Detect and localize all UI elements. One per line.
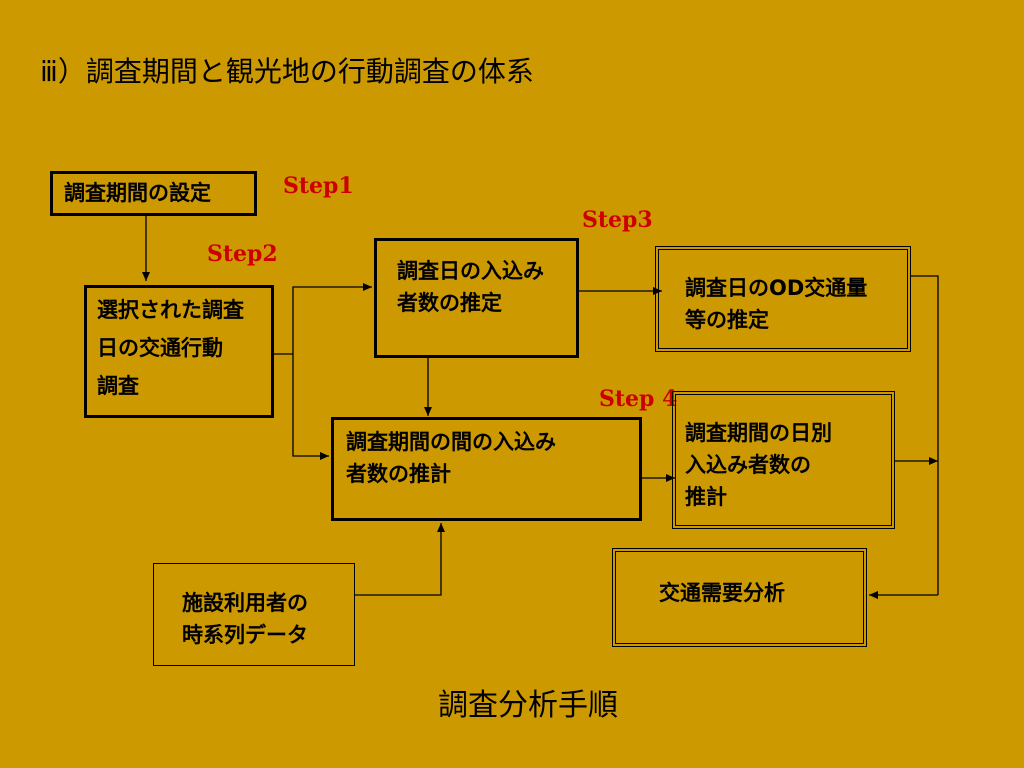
page-title: ⅲ）調査期間と観光地の行動調査の体系 (40, 55, 534, 88)
step3-label: Step3 (582, 207, 653, 233)
box-text-line: 者数の推定 (397, 291, 502, 315)
step4-label: Step 4 (599, 386, 678, 412)
box-text-line: 調査期間の間の入込み (346, 430, 556, 454)
arrow-survey-to-period-visitors (292, 354, 329, 460)
diagram-caption: 調査分析手順 (438, 688, 618, 723)
box-text-line: 調査期間の日別 (685, 421, 832, 445)
step1-label: Step1 (283, 173, 354, 199)
box-text-line: 時系列データ (182, 623, 308, 647)
step2-label: Step2 (207, 241, 278, 267)
box-text-line: 交通需要分析 (659, 581, 785, 605)
arrow-facility-to-period-visitors (355, 523, 445, 596)
period-visitors-estimate-box: 調査期間の間の入込み 者数の推計 (331, 417, 642, 521)
box-text-line: 推計 (685, 485, 727, 509)
facility-data-box: 施設利用者の 時系列データ (153, 563, 355, 666)
selected-day-survey-box: 選択された調査 日の交通行動 調査 (84, 285, 274, 418)
day-od-estimate-box: 調査日のOD交通量 等の推定 (655, 246, 911, 352)
box-text-line: 入込み者数の (685, 453, 811, 477)
box-text-line: 等の推定 (685, 308, 769, 332)
box-text-line: 調査日の入込み (397, 259, 544, 283)
line-od-to-right (911, 275, 939, 595)
box-text-line: 調査期間の設定 (64, 181, 211, 205)
arrow-survey-to-day-visitors (292, 283, 372, 354)
box-text-line: 調査日のOD交通量 (685, 276, 868, 300)
demand-analysis-box: 交通需要分析 (612, 548, 867, 647)
day-visitors-estimate-box: 調査日の入込み 者数の推定 (374, 238, 579, 358)
box-text-line: 日の交通行動 (97, 336, 223, 360)
box-text-line: 者数の推計 (346, 462, 451, 486)
period-setting-box: 調査期間の設定 (50, 171, 257, 216)
box-text-line: 調査 (97, 374, 139, 398)
box-text-line: 選択された調査 (97, 298, 244, 322)
box-text-line: 施設利用者の (182, 591, 308, 615)
period-daily-visitors-box: 調査期間の日別 入込み者数の 推計 (672, 391, 895, 529)
